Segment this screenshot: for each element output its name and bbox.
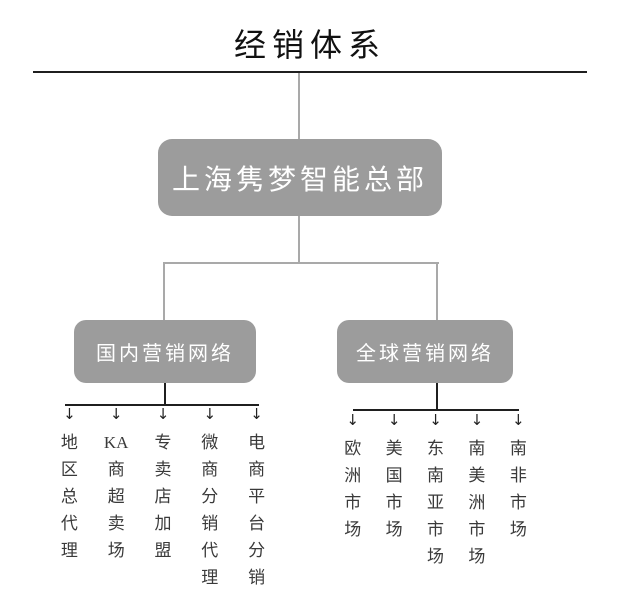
leaf-label: 欧洲市场 — [344, 439, 362, 539]
connector-global-horizontal — [353, 409, 519, 411]
down-arrow-icon: ↓ — [470, 411, 484, 429]
connector-domestic-down — [164, 383, 166, 406]
connector-title-to-root — [298, 73, 300, 139]
leaf-node: ↓ 微商分销代理 — [186, 407, 233, 591]
leaf-label: 南非市场 — [509, 439, 527, 539]
leaf-label: 地区总代理 — [60, 433, 78, 560]
down-arrow-icon: ↓ — [203, 405, 217, 423]
leaf-node: ↓ 专卖店加盟 — [140, 407, 187, 591]
connector-branch-horizontal — [163, 262, 439, 264]
connector-drop-domestic — [163, 262, 165, 320]
leaf-group-global: ↓ 欧洲市场 ↓ 美国市场 ↓ 东南亚市场 ↓ 南美洲市场 ↓ 南非市场 — [332, 413, 539, 570]
leaf-node: ↓ 东南亚市场 — [415, 413, 456, 570]
leaf-label: 美国市场 — [385, 439, 403, 539]
leaf-node: ↓ 南美洲市场 — [456, 413, 497, 570]
org-node-global-network: 全球营销网络 — [337, 320, 513, 383]
down-arrow-icon: ↓ — [63, 405, 76, 423]
leaf-node: ↓ 美国市场 — [373, 413, 414, 570]
leaf-node: ↓ 南非市场 — [498, 413, 539, 570]
down-arrow-icon: ↓ — [512, 411, 525, 429]
leaf-label: 南美洲市场 — [468, 439, 486, 566]
down-arrow-icon: ↓ — [346, 411, 359, 429]
connector-domestic-horizontal — [65, 404, 259, 406]
leaf-node: ↓ 电商平台分销 — [233, 407, 280, 591]
org-node-headquarters: 上海隽梦智能总部 — [158, 139, 442, 216]
down-arrow-icon: ↓ — [156, 405, 170, 423]
leaf-node: ↓ 欧洲市场 — [332, 413, 373, 570]
leaf-label: 电商平台分销 — [248, 433, 266, 587]
leaf-label: 东南亚市场 — [427, 439, 445, 566]
chart-title: 经销体系 — [233, 27, 386, 63]
title-divider-line — [33, 71, 587, 73]
leaf-label: 专卖店加盟 — [154, 433, 172, 560]
down-arrow-icon: ↓ — [387, 411, 401, 429]
org-node-domestic-network: 国内营销网络 — [74, 320, 256, 383]
down-arrow-icon: ↓ — [429, 411, 442, 429]
leaf-label: 微商分销代理 — [201, 433, 219, 587]
down-arrow-icon: ↓ — [109, 405, 123, 423]
connector-global-down — [436, 383, 438, 411]
leaf-node: ↓ 地区总代理 — [46, 407, 93, 591]
down-arrow-icon: ↓ — [250, 405, 263, 423]
connector-drop-global — [436, 262, 438, 320]
connector-root-down — [298, 216, 300, 263]
